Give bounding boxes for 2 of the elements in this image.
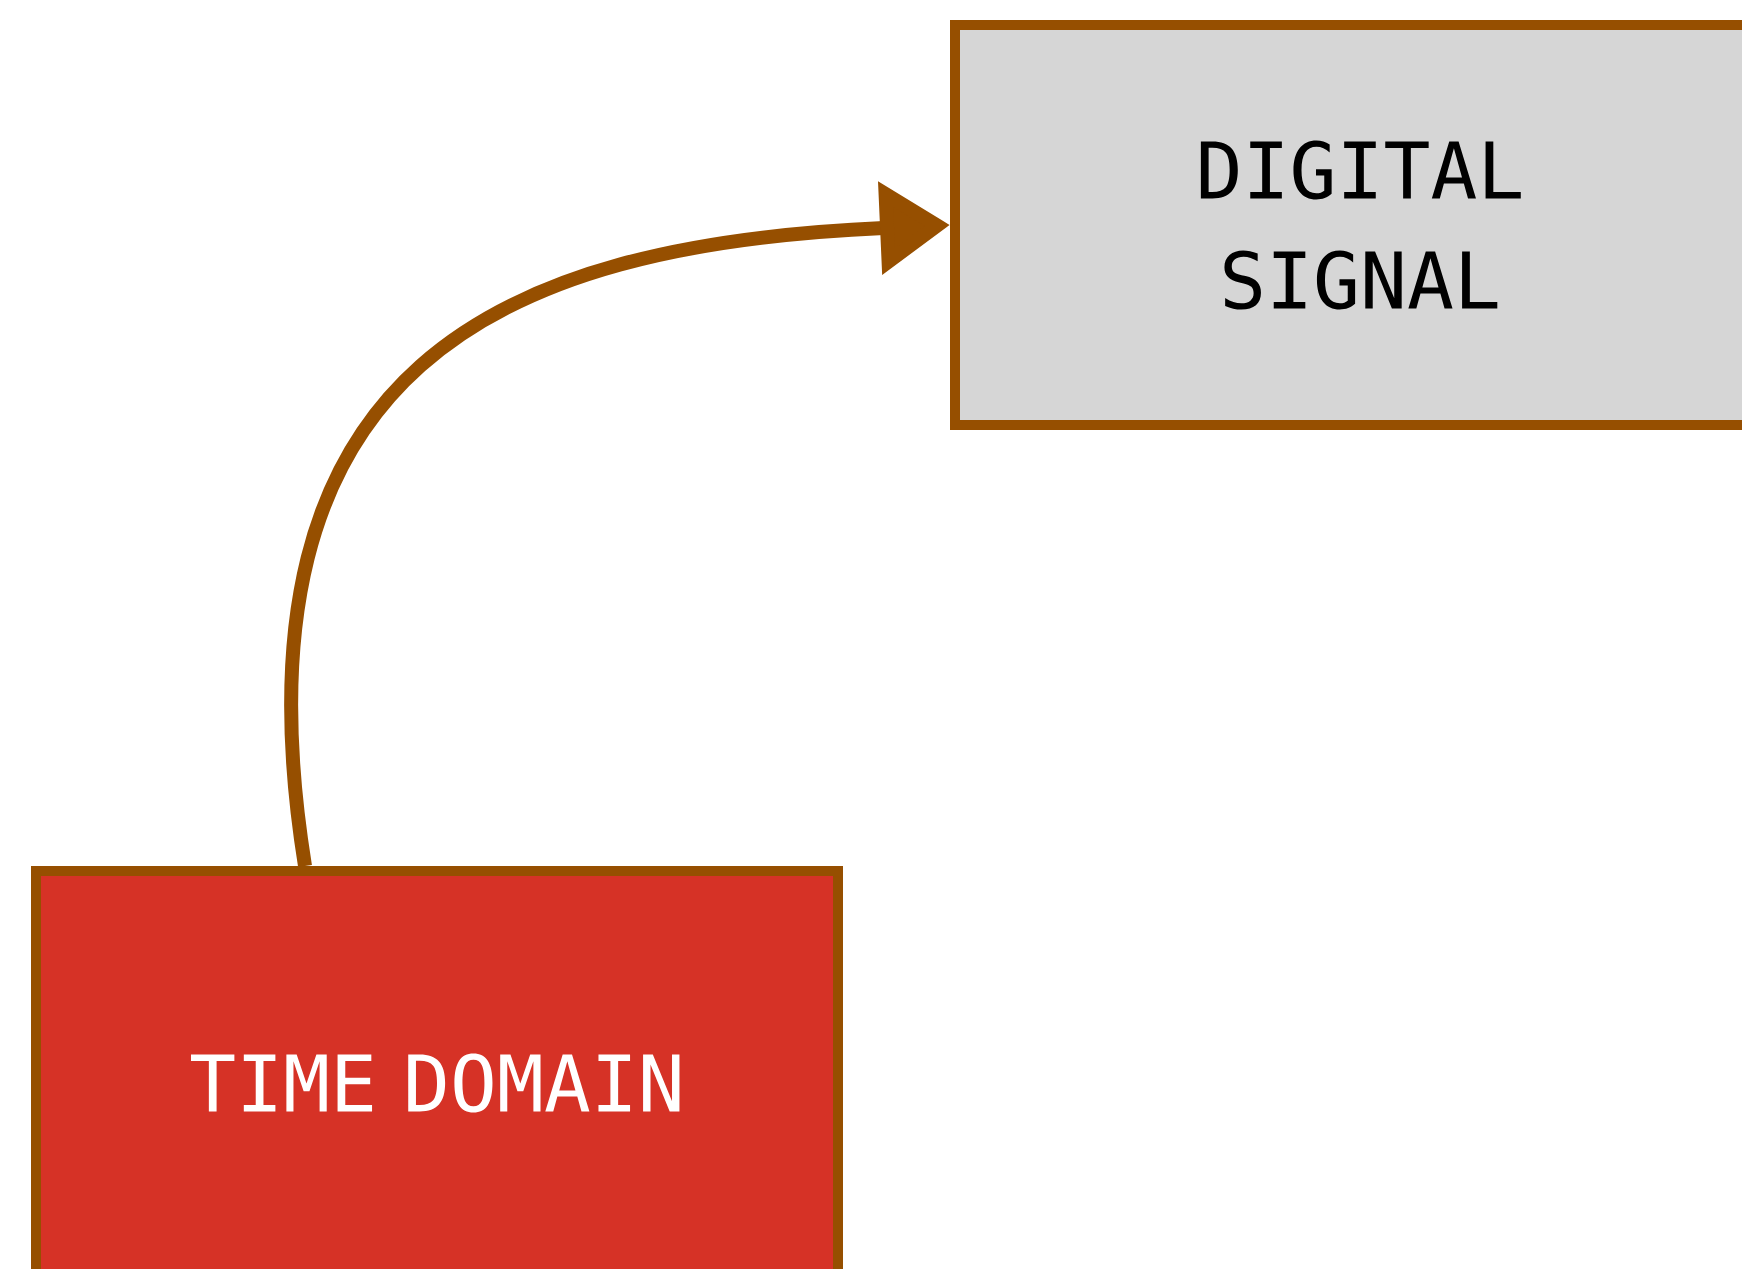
text-box: DIGITAL SIGNAL bbox=[950, 20, 1742, 430]
text-box: TIME DOMAIN bbox=[31, 866, 843, 1269]
